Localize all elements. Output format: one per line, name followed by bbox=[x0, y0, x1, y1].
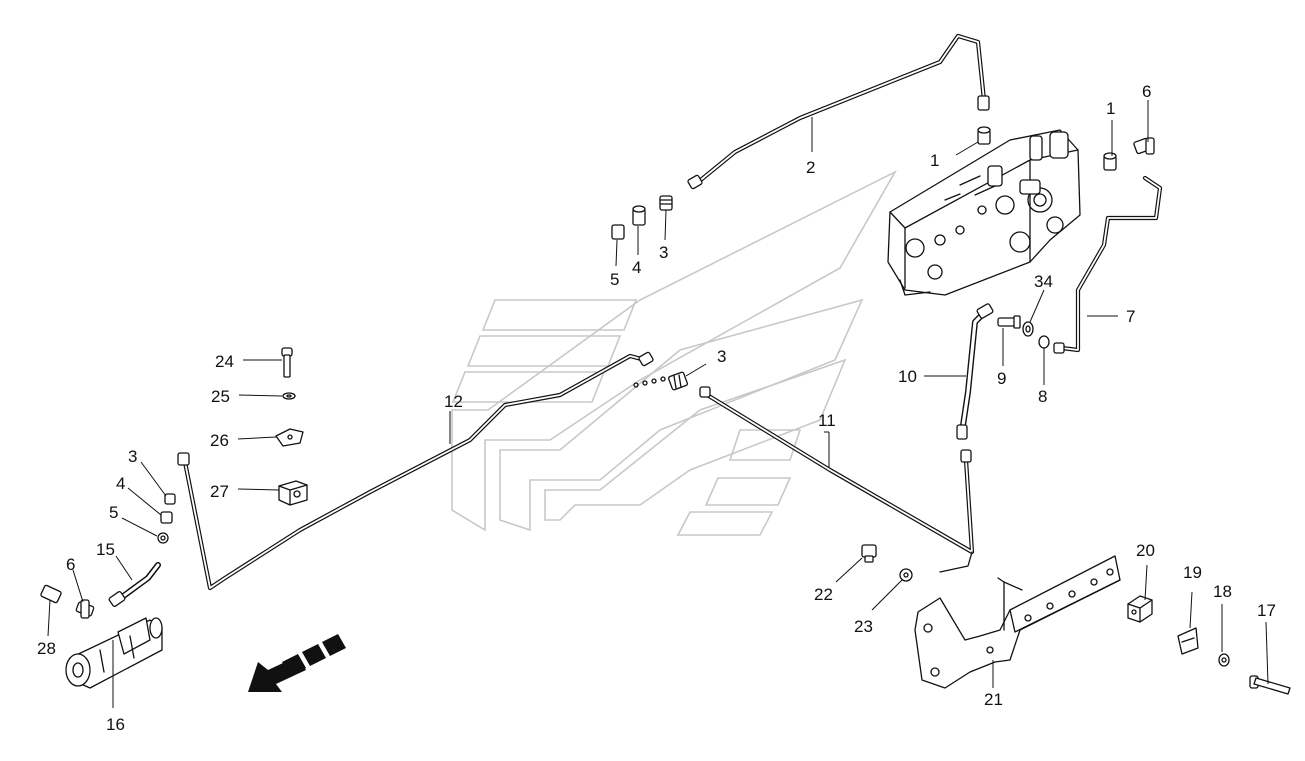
callout-5-left: 5 bbox=[109, 503, 118, 522]
callout-24: 24 bbox=[215, 352, 234, 371]
callout-27: 27 bbox=[210, 482, 229, 501]
fitting-1-upper bbox=[977, 126, 991, 145]
callout-26: 26 bbox=[210, 431, 229, 450]
fitting-3-top bbox=[659, 195, 673, 211]
fitting-4-left bbox=[160, 511, 173, 524]
nut-8 bbox=[1038, 335, 1050, 349]
pipe-11 bbox=[699, 386, 975, 573]
callout-7: 7 bbox=[1126, 307, 1135, 326]
pipe-7 bbox=[1053, 175, 1163, 354]
callout-3-left: 3 bbox=[128, 447, 137, 466]
bolt-17 bbox=[1249, 675, 1291, 695]
callout-15: 15 bbox=[96, 540, 115, 559]
fitting-6-right bbox=[1133, 137, 1155, 155]
bracket-21 bbox=[914, 555, 1121, 689]
control-valve-block bbox=[887, 129, 1081, 296]
bolt-22 bbox=[861, 544, 877, 563]
fitting-28 bbox=[40, 584, 62, 604]
fitting-1-right bbox=[1103, 152, 1117, 171]
callout-28: 28 bbox=[37, 639, 56, 658]
callout-1-upper: 1 bbox=[930, 151, 939, 170]
fitting-4-top bbox=[632, 205, 646, 226]
bolt-24 bbox=[281, 347, 293, 378]
callout-34: 34 bbox=[1034, 272, 1053, 291]
callout-9: 9 bbox=[997, 369, 1006, 388]
callout-4-top: 4 bbox=[632, 258, 641, 277]
washer-5-left bbox=[157, 532, 169, 544]
callout-5-top: 5 bbox=[610, 270, 619, 289]
callout-3-top: 3 bbox=[659, 243, 668, 262]
callout-6-left: 6 bbox=[66, 555, 75, 574]
callout-17: 17 bbox=[1257, 601, 1276, 620]
callout-21: 21 bbox=[984, 690, 1003, 709]
leader-lines bbox=[47, 100, 1269, 708]
callout-6-right: 6 bbox=[1142, 82, 1151, 101]
fitting-3-left bbox=[164, 493, 176, 505]
washer-25 bbox=[282, 392, 296, 400]
callout-11: 11 bbox=[818, 411, 836, 430]
fitting-5-top bbox=[611, 224, 625, 240]
block-27 bbox=[278, 480, 308, 506]
callout-3-middle: 3 bbox=[717, 347, 726, 366]
callout-4-left: 4 bbox=[116, 474, 125, 493]
callout-20: 20 bbox=[1136, 541, 1155, 560]
washer-34 bbox=[1022, 321, 1034, 337]
pipe-2 bbox=[687, 33, 990, 190]
fitting-6-left bbox=[75, 599, 95, 619]
fitting-3-middle bbox=[668, 371, 688, 391]
washer-23 bbox=[899, 568, 913, 582]
callout-18: 18 bbox=[1213, 582, 1232, 601]
callout-12: 12 bbox=[444, 392, 463, 411]
hose-15 bbox=[108, 562, 161, 607]
washer-18 bbox=[1218, 653, 1230, 667]
cylinder-16 bbox=[65, 617, 163, 689]
pipe-12 bbox=[177, 351, 666, 591]
callout-10: 10 bbox=[898, 367, 917, 386]
callout-16: 16 bbox=[106, 715, 125, 734]
callout-19: 19 bbox=[1183, 563, 1202, 582]
callout-22: 22 bbox=[814, 585, 833, 604]
callout-23: 23 bbox=[854, 617, 873, 636]
callout-2: 2 bbox=[806, 158, 815, 177]
brand-watermark-icon bbox=[451, 170, 898, 536]
callout-8: 8 bbox=[1038, 387, 1047, 406]
plate-26 bbox=[275, 428, 304, 447]
direction-arrow-icon bbox=[248, 634, 346, 692]
callout-1-right: 1 bbox=[1106, 99, 1115, 118]
callout-25: 25 bbox=[211, 387, 230, 406]
bolt-9 bbox=[997, 315, 1021, 329]
callout-labels: 1 1 2 3 3 3 4 4 5 5 6 6 7 8 9 10 11 12 1… bbox=[37, 82, 1276, 734]
clip-19 bbox=[1177, 627, 1199, 655]
block-20 bbox=[1127, 595, 1153, 623]
hose-10 bbox=[956, 303, 994, 440]
